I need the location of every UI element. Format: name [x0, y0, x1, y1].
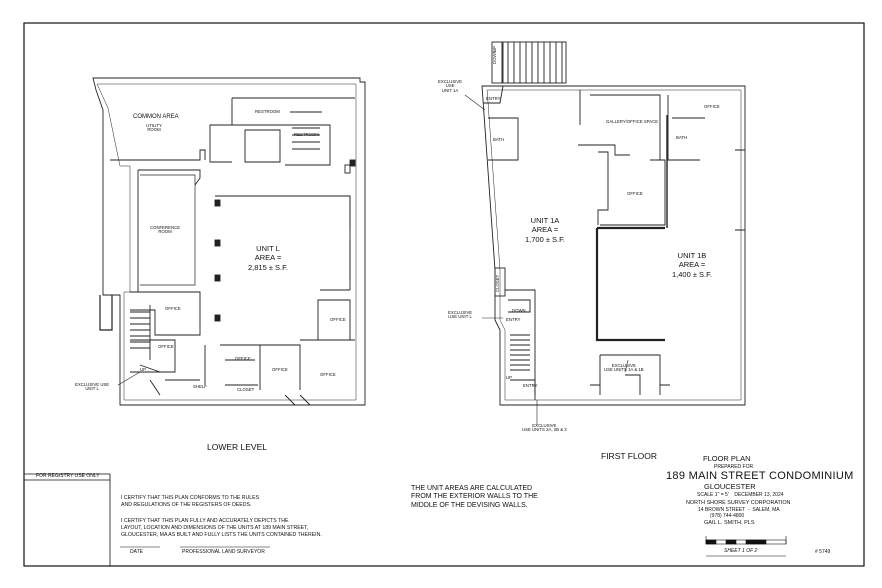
restroom-2-label: RESTROOM: [294, 132, 319, 137]
office-label: OFFICE: [158, 344, 174, 349]
office-label: OFFICE: [272, 367, 288, 372]
scale-and-date: SCALE 1" = 5' DECEMBER 13, 2024: [697, 492, 784, 498]
up-stair-label: UP: [492, 46, 497, 52]
down-stair-label: DOWN: [492, 50, 497, 64]
surveyor-signature-label: PROFESSIONAL LAND SURVEYOR: [182, 549, 265, 555]
unit-1b-area-label: UNIT 1B AREA = 1,400 ± S.F.: [672, 251, 712, 279]
exclusive-use-unit-l-label: EXCLUSIVE USE UNIT L: [448, 310, 473, 320]
office-label: OFFICE: [165, 306, 181, 311]
floor-plan-title: FLOOR PLAN: [703, 454, 751, 463]
closet-label: CLOSET: [495, 274, 500, 292]
bath-label: BATH: [676, 135, 688, 140]
entry-label: ENTRY: [523, 383, 538, 388]
surveyor-firm: NORTH SHORE SURVEY CORPORATION: [686, 500, 791, 506]
restroom-1-label: RESTROOM: [255, 109, 280, 114]
down-label: DOWN: [512, 308, 526, 313]
sheet-border: [23, 22, 865, 567]
common-area-label: COMMON AREA: [133, 114, 179, 120]
unit-l-area-label: UNIT L AREA = 2,815 ± S.F.: [248, 244, 288, 272]
surveyor-name: GAIL L. SMITH, PLS: [704, 520, 755, 526]
lower-level-plan: [92, 77, 366, 406]
unit-1a-area-label: UNIT 1A AREA = 1,700 ± S.F.: [525, 216, 565, 244]
exclusive-use-units-2-label: EXCLUSIVE USE UNITS 2A, 2B & 3: [522, 423, 567, 433]
prepared-for-label: PREPARED FOR: [714, 464, 754, 470]
shelf-label: SHELF: [193, 384, 207, 389]
registry-box: [24, 473, 111, 566]
office-label: OFFICE: [235, 356, 251, 361]
area-calculation-note: THE UNIT AREAS ARE CALCULATED FROM THE E…: [411, 485, 538, 509]
entry-label: ENTRY: [506, 317, 521, 322]
exclusive-use-unit-1a-label: EXCLUSIVE USE UNIT 1A: [438, 79, 463, 93]
office-label: OFFICE: [704, 104, 720, 109]
entry-label: ENTRY: [486, 96, 501, 101]
registry-header: FOR REGISTRY USE ONLY: [36, 473, 100, 479]
leader-lines: [117, 94, 629, 425]
date-label: DATE: [130, 549, 143, 555]
office-label: OFFICE: [627, 191, 643, 196]
closet-label: CLOSET: [237, 387, 255, 392]
job-number: # 5749: [815, 549, 831, 555]
office-label: OFFICE: [330, 317, 346, 322]
first-floor-title: FIRST FLOOR: [601, 451, 658, 461]
project-city: GLOUCESTER: [704, 482, 756, 491]
up-label: UP: [506, 375, 512, 380]
bath-label: BATH: [493, 137, 505, 142]
office-label: OFFICE: [320, 372, 336, 377]
certification-rules: I CERTIFY THAT THIS PLAN CONFORMS TO THE…: [121, 495, 260, 509]
utility-room-label: UTILITY ROOM: [146, 123, 162, 133]
surveyor-address: 14 BROWN STREET - SALEM, MA: [698, 507, 780, 513]
sheet-number: SHEET 1 OF 2: [724, 548, 758, 554]
up-label: UP: [140, 367, 146, 372]
certification-layout: I CERTIFY THAT THIS PLAN FULLY AND ACCUR…: [121, 518, 322, 539]
first-floor-plan: [481, 41, 746, 406]
gallery-office-space-label: GALLERY/OFFICE SPACE: [606, 119, 659, 124]
conference-room-label: CONFERENCE ROOM: [150, 225, 181, 235]
lower-level-title: LOWER LEVEL: [207, 442, 267, 452]
exclusive-use-units-1a-1b-label: EXCLUSIVE USE UNITS 1A & 1B: [604, 363, 644, 373]
exclusive-use-unit-l-label: EXCLUSIVE USE UNIT L: [75, 382, 110, 392]
project-name: 189 MAIN STREET CONDOMINIUM: [666, 470, 854, 482]
surveyor-phone: (978) 744-4800: [710, 513, 745, 519]
scale-bar: [705, 536, 787, 545]
